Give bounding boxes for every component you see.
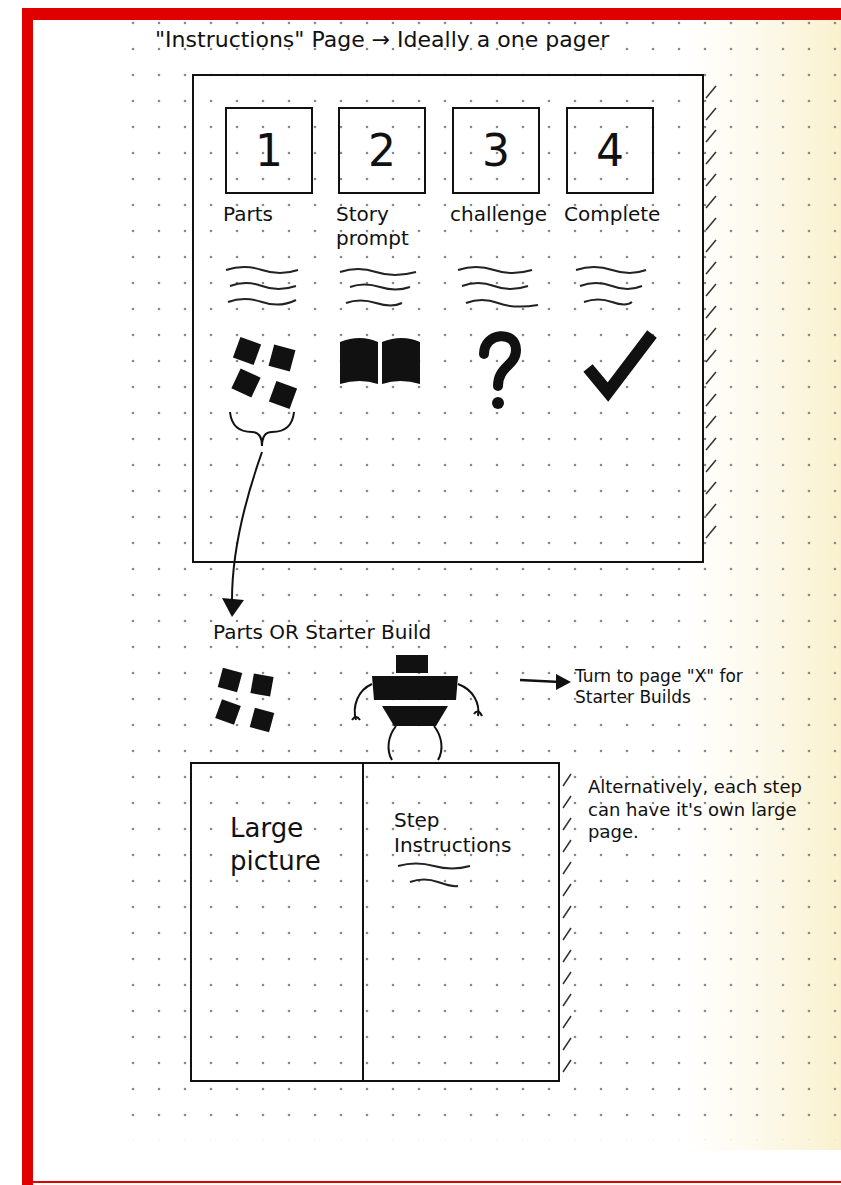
starter-build-robot — [352, 655, 482, 760]
red-border-top — [22, 8, 841, 20]
section-label: Parts OR Starter Build — [213, 620, 431, 645]
picture-label: Large picture — [230, 812, 352, 877]
step-number: 3 — [482, 129, 510, 173]
layout-cell: Step Instructions — [362, 762, 560, 1082]
check-icon — [588, 334, 652, 392]
text-squiggles — [226, 267, 646, 886]
step-heading: Complete — [564, 202, 676, 226]
book-icon — [340, 338, 420, 384]
layout-cell: Large picture — [190, 762, 364, 1082]
step-number: 4 — [596, 129, 624, 173]
step-box: 1Parts — [225, 107, 313, 194]
parts-arrowhead — [222, 598, 244, 617]
note-text: Alternatively, each step can have it's o… — [588, 776, 828, 844]
step-heading: Story prompt — [336, 202, 448, 250]
parts-bracket — [230, 412, 294, 446]
page-title: "Instructions" Page → Ideally a one page… — [155, 26, 609, 54]
pointer-arrowhead — [556, 674, 571, 690]
step-box: 4Complete — [566, 107, 654, 194]
red-border-left — [22, 8, 33, 1185]
step-box: 3challenge — [452, 107, 540, 194]
parts-arrow — [232, 452, 262, 600]
step-number: 2 — [368, 129, 396, 173]
cell-hatching — [563, 774, 571, 1072]
parts-icon — [231, 337, 297, 409]
step-number: 1 — [255, 129, 283, 173]
pointer-arrow — [520, 680, 560, 682]
question-icon — [484, 336, 516, 409]
instructions-label: Step Instructions — [394, 808, 548, 858]
step-box: 2Story prompt — [338, 107, 426, 194]
step-heading: Parts — [223, 202, 335, 226]
note-text: Turn to page "X" for Starter Builds — [575, 666, 745, 709]
dot-grid — [130, 20, 841, 1140]
frame-hatching — [706, 86, 716, 538]
red-border-bottom — [22, 1181, 841, 1183]
parts-icon-small — [215, 668, 274, 732]
step-heading: challenge — [450, 202, 562, 226]
page-frame — [193, 75, 703, 562]
